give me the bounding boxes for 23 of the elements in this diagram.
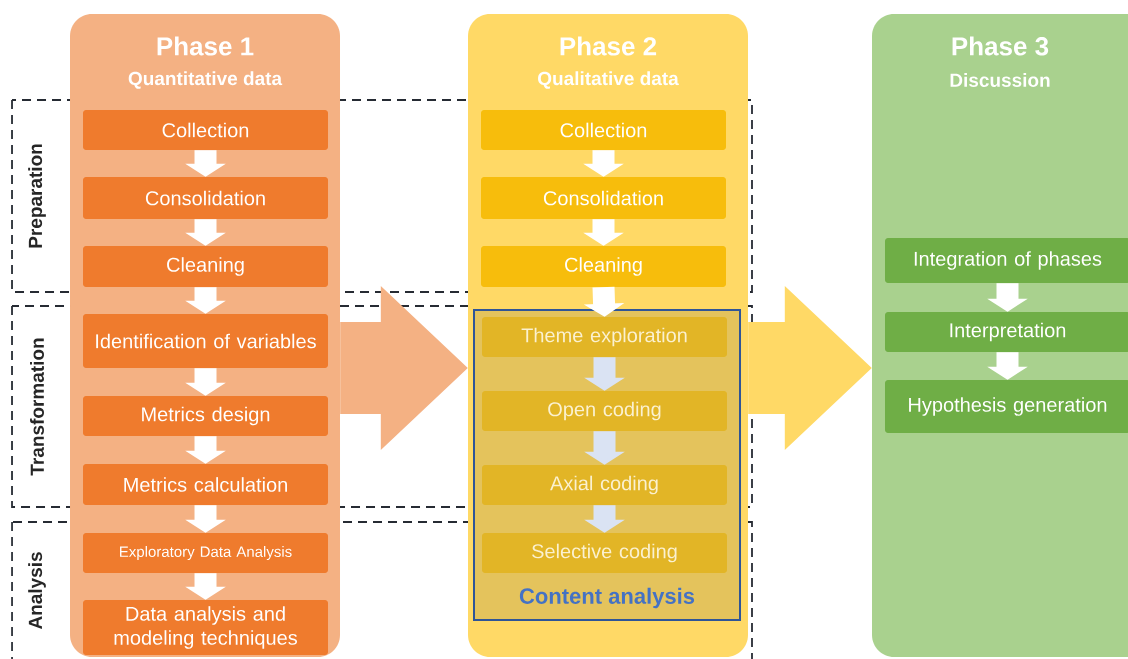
process-box: Hypothesis generation <box>885 380 1128 433</box>
process-box: Consolidation <box>83 177 328 219</box>
process-box: Open coding <box>482 391 727 431</box>
stage-label: Analysis <box>28 552 46 630</box>
process-box: Cleaning <box>481 246 726 287</box>
block-arrow <box>748 286 872 450</box>
process-box: Theme exploration <box>482 317 727 357</box>
process-box: Cleaning <box>83 246 328 287</box>
process-box: Data analysis and modeling techniques <box>83 600 328 655</box>
process-box: Axial coding <box>482 465 727 505</box>
process-box: Metrics design <box>83 396 328 436</box>
process-box: Collection <box>83 110 328 150</box>
process-box: Integration of phases <box>885 238 1128 283</box>
process-box: Metrics calculation <box>83 464 328 505</box>
process-box: Consolidation <box>481 177 726 219</box>
process-box: Exploratory Data Analysis <box>83 533 328 573</box>
process-box: Identification of variables <box>83 314 328 368</box>
block-arrow <box>340 286 468 450</box>
stage-label: Preparation <box>28 144 46 248</box>
stage-label: Transformation <box>30 338 44 476</box>
process-box: Collection <box>481 110 726 150</box>
process-box: Interpretation <box>885 312 1128 352</box>
process-box: Selective coding <box>482 533 727 573</box>
